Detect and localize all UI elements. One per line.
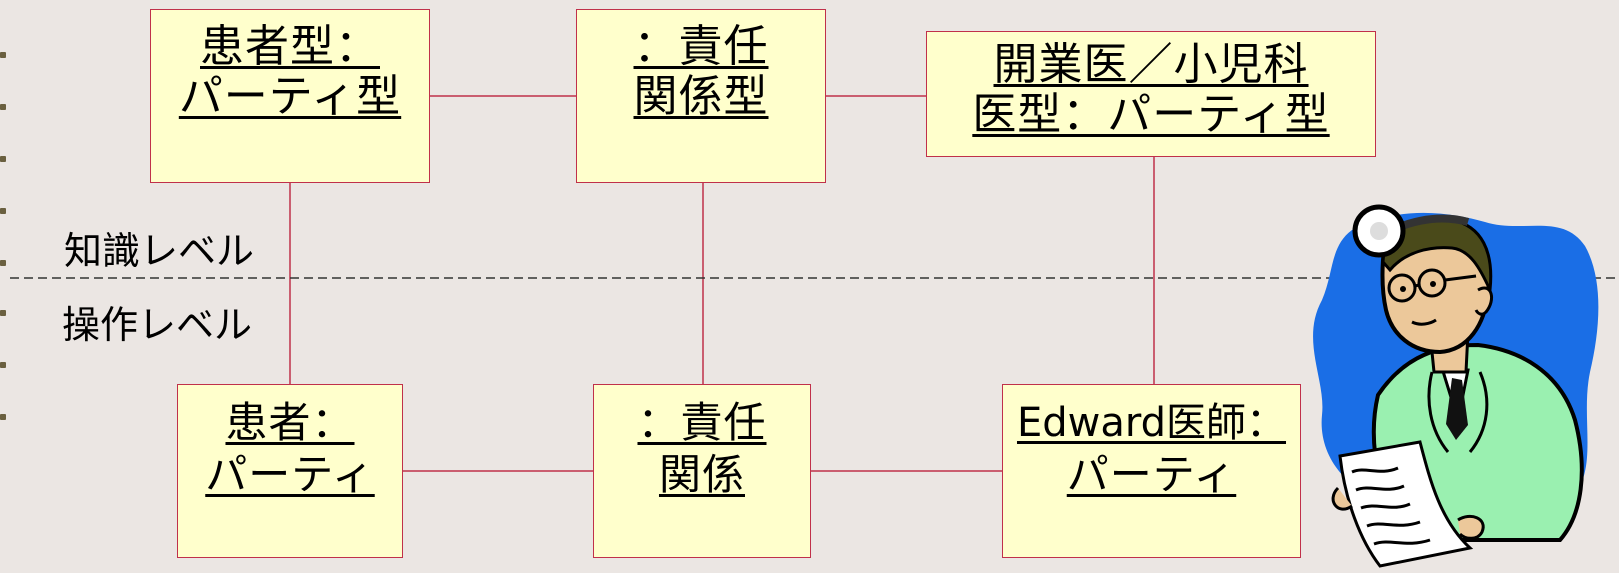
practitioner-type-box[interactable]: 開業医／小児科 医型：パーティ型 (926, 31, 1376, 157)
patient-line-2: パーティ (205, 450, 375, 499)
practitioner-type-line-2: 医型：パーティ型 (972, 89, 1330, 140)
edge-bullet (0, 52, 6, 58)
patient-type-line-2: パーティ型 (178, 71, 402, 122)
doctor-illustration-icon (1313, 204, 1599, 568)
accountability-line-1: ：責任 (637, 398, 767, 447)
doctor-edward-box[interactable]: Edward医師： パーティ (1002, 384, 1301, 558)
edge-bullet (0, 362, 6, 368)
edge-bullet (0, 208, 6, 214)
knowledge-level-label: 知識レベル (64, 229, 255, 273)
doctor-edward-line-1: Edward医師： (1016, 400, 1287, 446)
accountability-type-line-2: 関係型 (633, 71, 769, 122)
accountability-type-box[interactable]: ：責任 関係型 (576, 9, 826, 183)
accountability-type-line-1: ：責任 (633, 21, 769, 72)
patient-type-line-1: 患者型： (200, 21, 380, 72)
edge-bullet (0, 156, 6, 162)
patient-type-box[interactable]: 患者型： パーティ型 (150, 9, 430, 183)
edge-bullet (0, 414, 6, 420)
doctor-edward-line-2: パーティ (1066, 450, 1237, 499)
operational-level-label: 操作レベル (62, 303, 253, 347)
patient-line-1: 患者： (225, 398, 355, 447)
patient-box[interactable]: 患者： パーティ (177, 384, 403, 558)
edge-bullet (0, 104, 6, 110)
accountability-line-2: 関係 (658, 450, 745, 499)
accountability-box[interactable]: ：責任 関係 (593, 384, 811, 558)
edge-bullet (0, 310, 6, 316)
practitioner-type-line-1: 開業医／小児科 (993, 39, 1309, 90)
edge-bullet (0, 260, 6, 266)
